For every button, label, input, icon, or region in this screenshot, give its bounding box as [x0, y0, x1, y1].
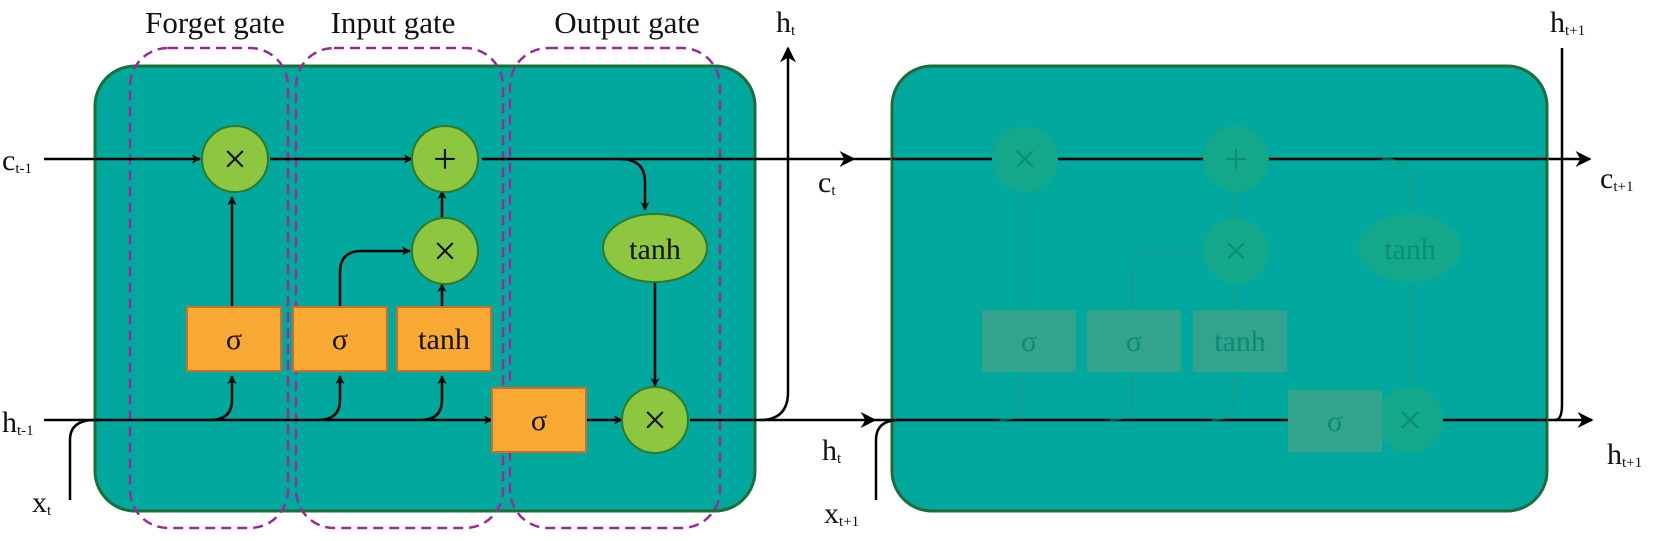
input-sigma-to-multiply: [338, 246, 411, 307]
cell-tanh-label: tanh: [629, 233, 681, 266]
next-forget-sigma-label: σ: [1021, 325, 1037, 358]
next-input-tanh-label: tanh: [1214, 325, 1266, 358]
next-tanh-label: tanh: [1384, 233, 1436, 266]
next-output-sigma-label: σ: [1327, 405, 1343, 438]
input-sigma-label: σ: [332, 323, 348, 356]
label-h-prev: ht-1: [2, 406, 34, 439]
forget-sigma-box: [186, 306, 282, 372]
input-gate-label: Input gate: [331, 5, 456, 40]
hidden-to-forget-sigma: [209, 375, 237, 422]
next-cell-internals: [999, 157, 1415, 425]
forget-multiply-symbol: ×: [223, 137, 247, 183]
input-tanh-box: [396, 306, 492, 372]
output-sigma-box: [491, 387, 587, 453]
hidden-to-input-tanh: [419, 375, 447, 422]
label-h-next-top: ht+1: [1550, 6, 1585, 39]
output-up-arrow: [759, 46, 796, 422]
next-input-multiply-symbol: ×: [1224, 229, 1248, 275]
input-tanh-label: tanh: [418, 323, 470, 356]
next-forget-multiply-symbol: ×: [1013, 137, 1037, 183]
label-c-t: ct: [818, 166, 836, 199]
label-x-next: xt+1: [824, 497, 859, 530]
input-multiply-symbol: ×: [433, 229, 457, 275]
output-multiply-node: [621, 386, 689, 454]
cell-tanh-node: [602, 213, 708, 283]
cell-add-symbol: +: [433, 137, 457, 183]
output-gate-outline: [508, 46, 722, 530]
cell-to-tanh-arrow: [619, 157, 650, 211]
label-c-prev: ct-1: [2, 144, 32, 177]
next-output-up-line: [1554, 48, 1564, 422]
label-x-t: xt: [32, 486, 52, 519]
output-sigma-label: σ: [531, 404, 547, 437]
input-multiply-node: [411, 217, 479, 285]
next-output-multiply-symbol: ×: [1398, 398, 1422, 444]
output-multiply-symbol: ×: [643, 398, 667, 444]
input-gate-outline: [294, 46, 505, 530]
label-h-t-top: ht: [776, 6, 796, 39]
output-gate-label: Output gate: [554, 5, 700, 40]
input-sigma-box: [292, 306, 388, 372]
label-h-next-bottom: ht+1: [1607, 438, 1642, 471]
next-add-symbol: +: [1224, 137, 1248, 183]
forget-sigma-label: σ: [226, 323, 242, 356]
lstm-cell-t-plus-1: [890, 64, 1549, 513]
forget-multiply-node: [201, 125, 269, 193]
label-c-next: ct+1: [1600, 162, 1633, 195]
cell-add-node: [411, 125, 479, 193]
next-cell-nodes: × + × × tanh σ σ tanh σ: [982, 126, 1462, 453]
forget-gate-label: Forget gate: [145, 5, 285, 40]
hidden-to-input-sigma: [317, 375, 345, 422]
forget-gate-outline: [128, 46, 290, 530]
next-input-sigma-label: σ: [1126, 325, 1142, 358]
label-h-t-bottom: ht: [822, 434, 842, 467]
